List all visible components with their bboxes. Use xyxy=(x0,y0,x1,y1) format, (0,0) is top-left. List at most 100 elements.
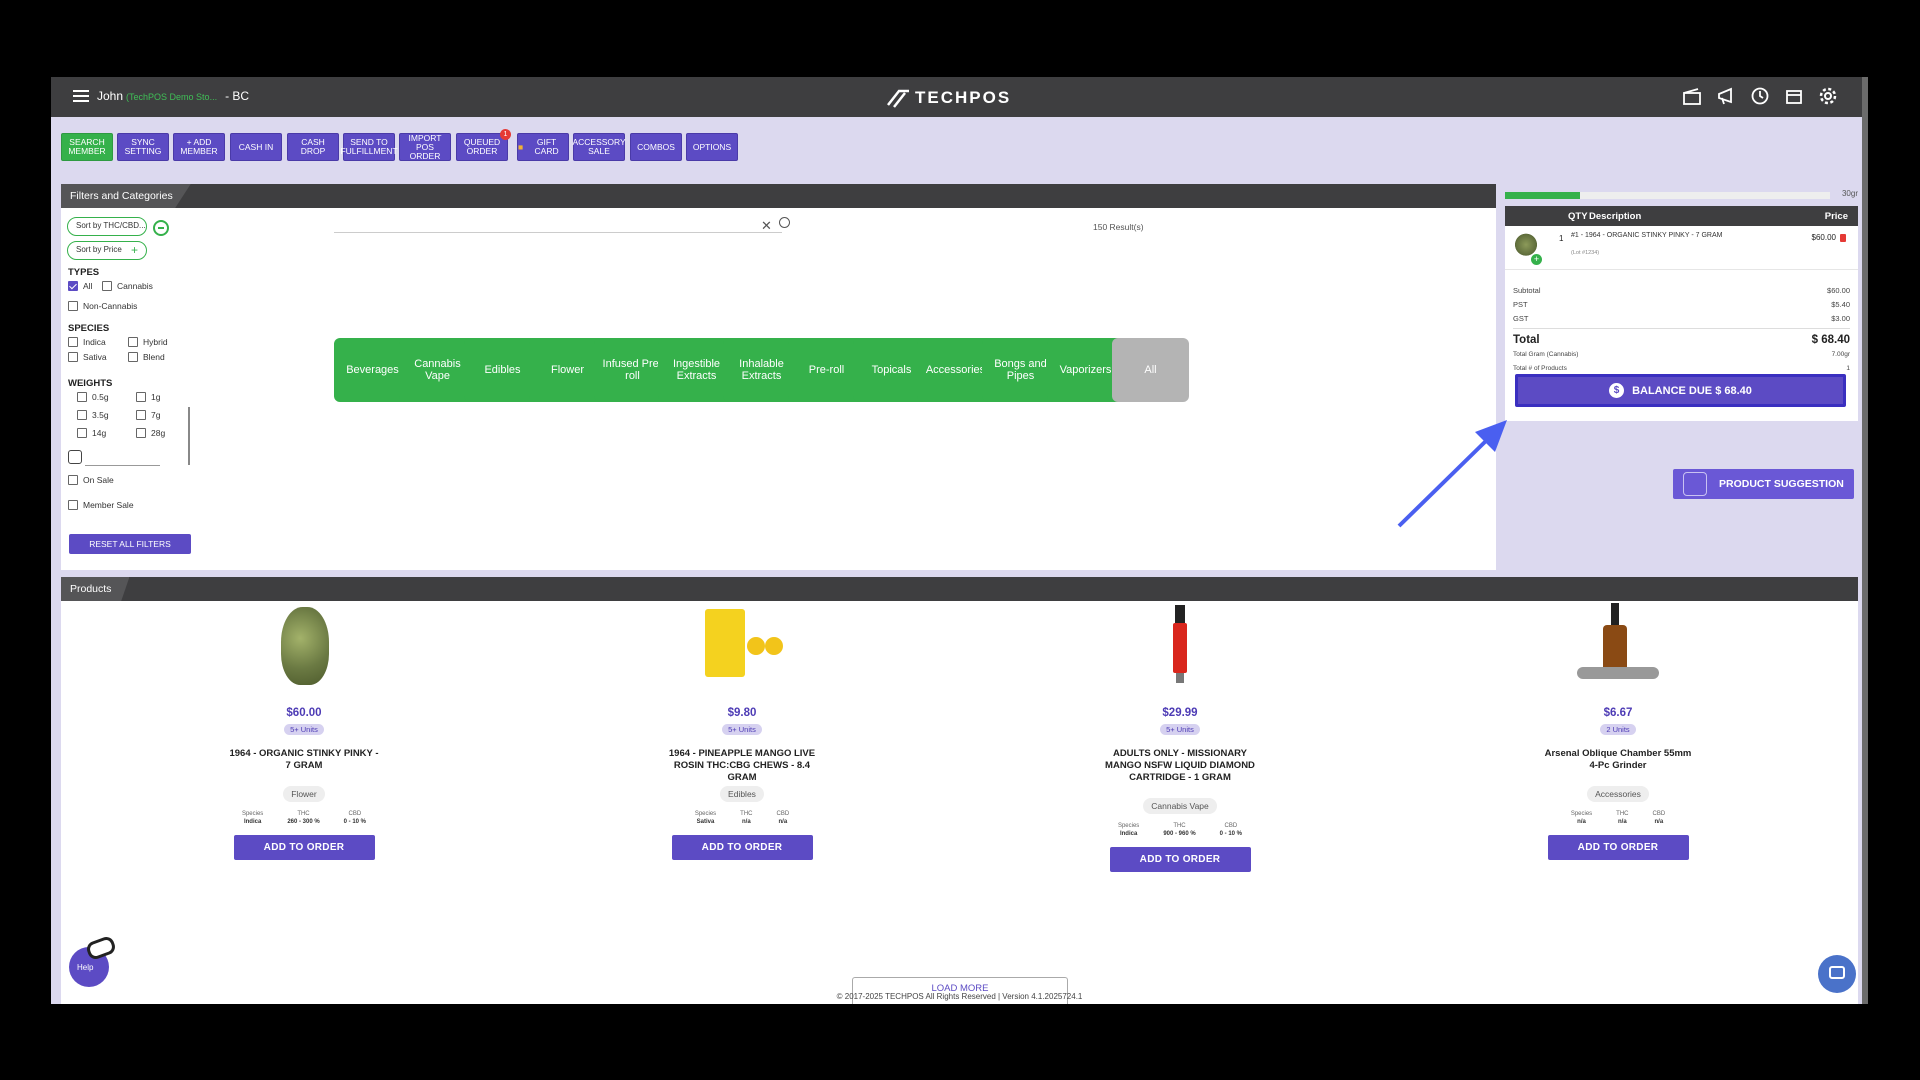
add-to-order-button[interactable]: ADD TO ORDER xyxy=(233,835,375,860)
weight-14g-checkbox[interactable]: 14g xyxy=(77,428,106,438)
category-bongs-and-pipes[interactable]: Bongs and Pipes xyxy=(982,338,1059,402)
weight-0-5g-checkbox[interactable]: 0.5g xyxy=(77,392,109,402)
minus-circle-icon[interactable] xyxy=(153,220,169,236)
weight-28g-checkbox[interactable]: 28g xyxy=(136,428,165,438)
category-accessories[interactable]: Accessories xyxy=(917,338,994,402)
plus-icon: + xyxy=(130,243,138,257)
store-icon[interactable] xyxy=(1784,86,1804,106)
trash-icon[interactable] xyxy=(1840,234,1846,242)
gst-row: GST$3.00 xyxy=(1513,314,1850,323)
order-line-item[interactable]: + 1 #1 - 1964 - ORGANIC STINKY PINKY - 7… xyxy=(1505,226,1858,270)
load-more-button[interactable]: LOAD MORE xyxy=(852,977,1068,1004)
top-bar: John(TechPOS Demo Sto...- BC TECHPOS xyxy=(51,77,1868,1004)
chat-button[interactable] xyxy=(1818,955,1856,993)
species-label: SPECIES xyxy=(68,323,110,334)
megaphone-icon[interactable] xyxy=(1716,86,1736,106)
line-item-thumbnail xyxy=(1515,233,1537,259)
weight-7g-checkbox[interactable]: 7g xyxy=(136,410,160,420)
queued-count-badge: 1 xyxy=(500,129,511,140)
line-name: #1 - 1964 - ORGANIC STINKY PINKY - 7 GRA… xyxy=(1571,232,1723,239)
category-pre-roll[interactable]: Pre-roll xyxy=(788,338,865,402)
price-header: Price xyxy=(1824,211,1848,222)
line-price: $60.00 xyxy=(1811,233,1836,242)
category-all[interactable]: All xyxy=(1112,338,1189,402)
category-inhalable-extracts[interactable]: Inhalable Extracts xyxy=(723,338,800,402)
category-edibles[interactable]: Edibles xyxy=(464,338,541,402)
species-blend-checkbox[interactable]: Blend xyxy=(128,352,165,362)
options-button[interactable]: OPTIONS xyxy=(686,133,738,161)
weights-scrollbar[interactable] xyxy=(188,407,190,465)
product-card[interactable]: $29.99 5+ Units ADULTS ONLY - MISSIONARY… xyxy=(1070,601,1290,872)
sort-thc-button[interactable]: Sort by THC/CBD... xyxy=(67,217,147,236)
pst-row: PST$5.40 xyxy=(1513,300,1850,309)
hamburger-menu-icon[interactable] xyxy=(73,90,89,102)
type-cannabis-checkbox[interactable]: Cannabis xyxy=(102,281,153,291)
product-name: ADULTS ONLY - MISSIONARY MANGO NSFW LIQU… xyxy=(1105,748,1255,783)
product-card[interactable]: $60.00 5+ Units 1964 - ORGANIC STINKY PI… xyxy=(194,601,414,860)
product-suggestion-button[interactable]: PRODUCT SUGGESTION xyxy=(1673,469,1854,499)
product-search-input[interactable] xyxy=(334,232,782,233)
products-panel: Products $60.00 5+ Units 1964 - ORGANIC … xyxy=(61,577,1858,1004)
combos-button[interactable]: COMBOS xyxy=(630,133,682,161)
product-name: Arsenal Oblique Chamber 55mm 4-Pc Grinde… xyxy=(1544,748,1692,771)
product-card[interactable]: $6.67 2 Units Arsenal Oblique Chamber 55… xyxy=(1508,601,1728,860)
category-vaporizers[interactable]: Vaporizers xyxy=(1047,338,1124,402)
logo-mark-icon xyxy=(887,89,909,108)
product-name: 1964 - PINEAPPLE MANGO LIVE ROSIN THC:CB… xyxy=(668,748,816,783)
sort-price-button[interactable]: Sort by Price+ xyxy=(67,241,147,260)
weight-3-5g-checkbox[interactable]: 3.5g xyxy=(77,410,109,420)
add-member-button[interactable]: + ADD MEMBER xyxy=(173,133,225,161)
import-pos-order-button[interactable]: IMPORT POS ORDER xyxy=(399,133,451,161)
on-sale-checkbox[interactable]: On Sale xyxy=(68,475,114,485)
subtotal-row: Subtotal$60.00 xyxy=(1513,286,1850,295)
window-scrollbar[interactable] xyxy=(1862,77,1868,1004)
category-flower[interactable]: Flower xyxy=(529,338,606,402)
species-indica-checkbox[interactable]: Indica xyxy=(68,337,106,347)
sync-setting-button[interactable]: SYNC SETTING xyxy=(117,133,169,161)
add-to-order-button[interactable]: ADD TO ORDER xyxy=(1109,847,1251,872)
clock-icon[interactable] xyxy=(1750,86,1770,106)
type-non-cannabis-checkbox[interactable]: Non-Cannabis xyxy=(68,301,137,311)
clear-search-icon[interactable]: ✕ xyxy=(761,218,772,233)
gift-card-button[interactable]: ■GIFT CARD xyxy=(517,133,569,161)
send-to-fulfillment-button[interactable]: SEND TO FULFILLMENT xyxy=(340,133,398,161)
add-quantity-icon[interactable]: + xyxy=(1531,254,1542,265)
species-hybrid-checkbox[interactable]: Hybrid xyxy=(128,337,168,347)
weight-input[interactable] xyxy=(85,465,160,466)
species-sativa-checkbox[interactable]: Sativa xyxy=(68,352,107,362)
help-button[interactable]: Help xyxy=(69,934,118,987)
weight-1g-checkbox[interactable]: 1g xyxy=(136,392,160,402)
add-to-order-button[interactable]: ADD TO ORDER xyxy=(671,835,813,860)
gram-limit-progress xyxy=(1505,192,1830,199)
clapperboard-icon[interactable] xyxy=(1682,86,1702,106)
filters-panel: Filters and Categories Sort by THC/CBD..… xyxy=(61,184,1496,570)
type-all-checkbox[interactable]: All xyxy=(68,281,92,291)
gift-icon: ■ xyxy=(518,141,524,152)
member-sale-checkbox[interactable]: Member Sale xyxy=(68,500,134,510)
balance-due-button[interactable]: $BALANCE DUE $ 68.40 xyxy=(1515,374,1846,407)
products-panel-header: Products xyxy=(61,577,1858,601)
types-label: TYPES xyxy=(68,267,100,278)
search-icon[interactable] xyxy=(779,217,790,228)
cash-drop-button[interactable]: CASH DROP xyxy=(287,133,339,161)
product-card[interactable]: $9.80 5+ Units 1964 - PINEAPPLE MANGO LI… xyxy=(632,601,852,860)
gear-icon[interactable] xyxy=(1818,86,1838,106)
reset-all-filters-button[interactable]: RESET ALL FILTERS xyxy=(69,534,191,554)
product-units: 5+ Units xyxy=(284,724,324,735)
product-units: 2 Units xyxy=(1600,724,1636,735)
category-cannabis-vape[interactable]: Cannabis Vape xyxy=(399,338,476,402)
search-member-button[interactable]: SEARCH MEMBER xyxy=(61,133,113,161)
user-name: John xyxy=(97,89,124,103)
add-to-order-button[interactable]: ADD TO ORDER xyxy=(1547,835,1689,860)
accessory-sale-button[interactable]: ACCESSORY SALE xyxy=(572,133,626,161)
product-image xyxy=(1135,601,1225,691)
cash-in-button[interactable]: CASH IN xyxy=(230,133,282,161)
product-price: $9.80 xyxy=(727,707,757,719)
product-price: $29.99 xyxy=(1162,707,1198,719)
category-ingestible-extracts[interactable]: Ingestible Extracts xyxy=(658,338,735,402)
category-beverages[interactable]: Beverages xyxy=(334,338,411,402)
scale-icon xyxy=(68,450,82,464)
